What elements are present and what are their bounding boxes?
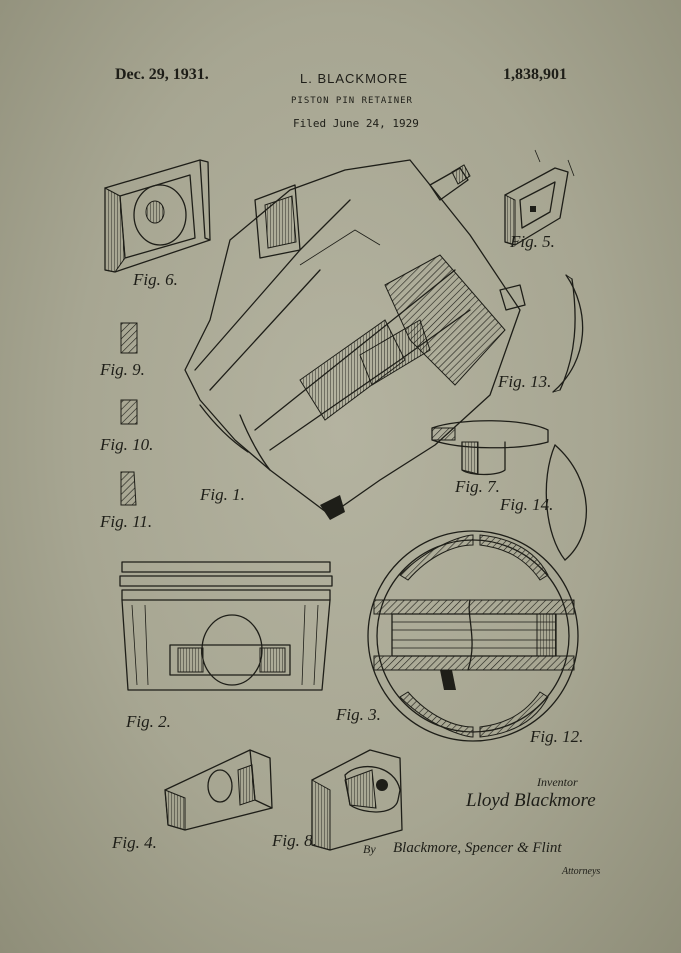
patent-date: Dec. 29, 1931. [115, 66, 209, 83]
fig1-drawing [184, 159, 526, 520]
fig13-drawing [552, 274, 584, 393]
fig12-drawing [367, 530, 579, 742]
fig5-drawing [504, 149, 575, 246]
fig10-label: Fig. 10. [99, 435, 153, 454]
fig14-drawing [545, 444, 588, 561]
fig3-label: Fig. 3. [335, 705, 381, 724]
fig2-drawing [119, 561, 333, 691]
filed-date: Filed June 24, 1929 [293, 117, 419, 130]
fig7-drawing [431, 420, 549, 476]
fig4-drawing [164, 749, 273, 831]
fig6-drawing [104, 159, 211, 273]
patent-number: 1,838,901 [503, 66, 567, 83]
fig9-label: Fig. 9. [99, 360, 145, 379]
patent-title: PISTON PIN RETAINER [291, 96, 413, 106]
fig12-label: Fig. 12. [529, 727, 583, 746]
inventor-signature: Lloyd Blackmore [466, 790, 596, 811]
fig4-label: Fig. 4. [111, 833, 157, 852]
inventor-header: L. BLACKMORE [300, 71, 409, 86]
fig14-label: Fig. 14. [499, 495, 553, 514]
attorneys-label: Attorneys [562, 866, 601, 877]
fig9-10-11-drawing [120, 322, 138, 506]
fig8-drawing [311, 749, 403, 851]
fig13-label: Fig. 13. [497, 372, 551, 391]
fig7-label: Fig. 7. [454, 477, 500, 496]
fig11-label: Fig. 11. [99, 512, 152, 531]
fig6-label: Fig. 6. [132, 270, 178, 289]
fig1-label: Fig. 1. [199, 485, 245, 504]
fig5-label: Fig. 5. [509, 232, 555, 251]
inventor-label: Inventor [537, 775, 578, 789]
attorneys-signature: Blackmore, Spencer & Flint [393, 840, 562, 856]
fig8-label: Fig. 8. [271, 831, 317, 850]
fig2-label: Fig. 2. [125, 712, 171, 731]
by-label: By [363, 842, 376, 856]
